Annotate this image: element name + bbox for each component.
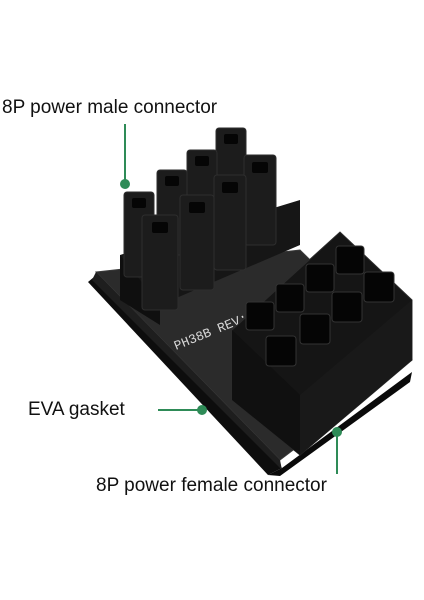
male-connector-label: 8P power male connector [2, 97, 218, 118]
female-connector-label: 8P power female connector [96, 475, 327, 496]
male-pin-holes [132, 134, 268, 233]
male-connector-pins [123, 127, 277, 311]
eva-gasket-label: EVA gasket [28, 399, 125, 420]
female-connector-front [232, 330, 300, 455]
female-connector-right [300, 300, 412, 455]
callout-lines [120, 124, 342, 474]
female-connector-sockets [245, 245, 395, 367]
pcb-board-edge [92, 272, 282, 470]
